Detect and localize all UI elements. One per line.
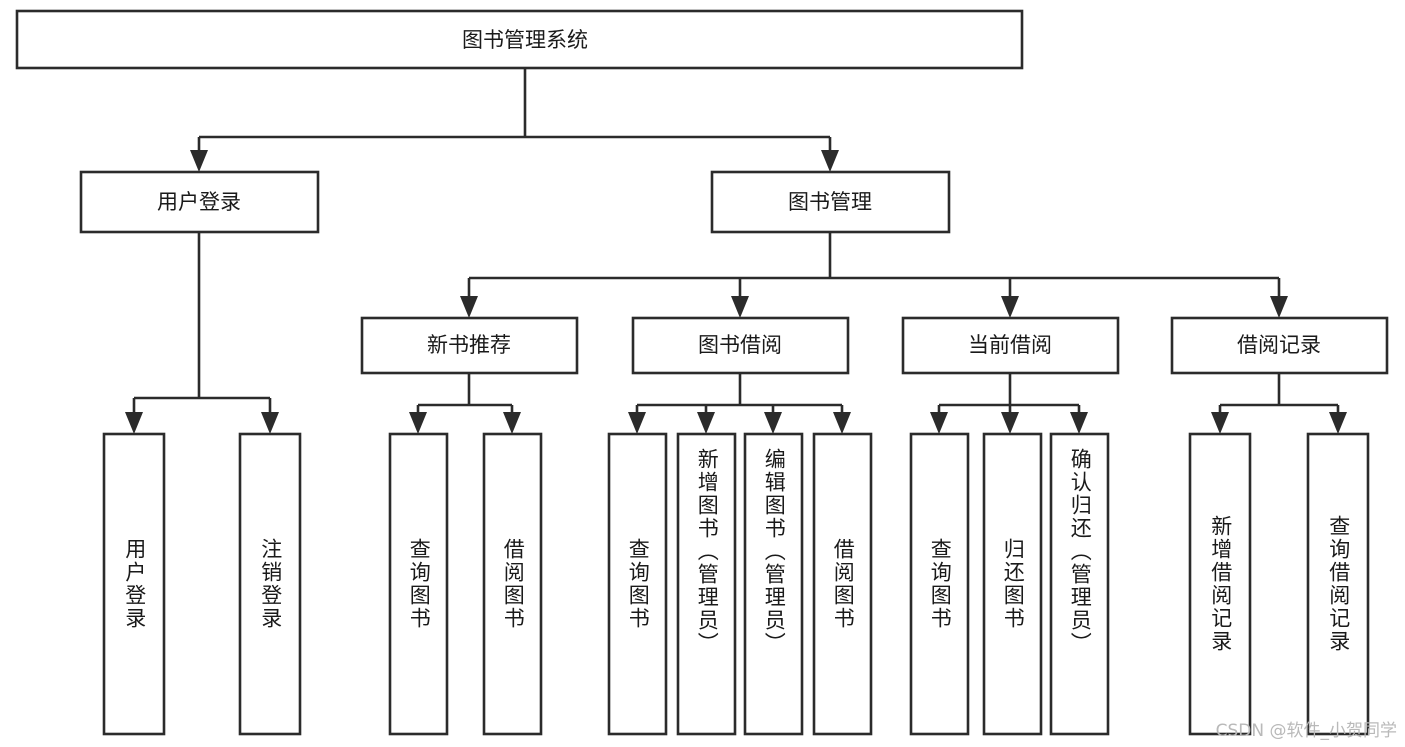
leaf-box-query-book-1[interactable] [388, 432, 449, 736]
connector-group-borrow [628, 373, 851, 434]
leaf-box-add-record[interactable] [1188, 432, 1252, 736]
leaf-box-borrow-book-2[interactable] [812, 432, 873, 736]
leaf-box-query-book-2[interactable] [607, 432, 668, 736]
node-borrow-records-label: 借阅记录 [1237, 333, 1321, 357]
leaf-box-user-login[interactable] [102, 432, 166, 736]
node-book-management[interactable]: 图书管理 [710, 170, 951, 234]
arrow-head-icon [261, 412, 279, 434]
node-new-book-recommend-label: 新书推荐 [427, 333, 511, 357]
node-user-login-label: 用户登录 [157, 190, 241, 214]
leaf-box-logout[interactable] [238, 432, 302, 736]
node-new-book-recommend[interactable]: 新书推荐 [360, 316, 579, 375]
arrow-head-icon [930, 412, 948, 434]
arrow-head-icon [697, 412, 715, 434]
connector-group-book-mgmt [460, 232, 1288, 318]
arrow-head-icon [764, 412, 782, 434]
node-root-label: 图书管理系统 [462, 28, 588, 52]
node-borrow-records-box[interactable] [1170, 316, 1389, 375]
leaf-box-edit-book-admin[interactable] [743, 432, 804, 736]
connector-group-user-login [125, 232, 279, 434]
node-book-borrow-label: 图书借阅 [698, 333, 782, 357]
leaf-box-return-book[interactable] [982, 432, 1043, 736]
arrow-head-icon [190, 150, 208, 172]
connector-group-root [190, 68, 839, 172]
node-root[interactable]: 图书管理系统 [15, 9, 1024, 70]
arrow-head-icon [1211, 412, 1229, 434]
node-user-login[interactable]: 用户登录 [79, 170, 320, 234]
arrow-head-icon [1001, 412, 1019, 434]
connector-group-records [1211, 373, 1347, 434]
arrow-head-icon [1329, 412, 1347, 434]
node-current-borrow[interactable]: 当前借阅 [901, 316, 1120, 375]
arrow-head-icon [731, 296, 749, 318]
node-root-box[interactable] [15, 9, 1024, 70]
arrow-head-icon [409, 412, 427, 434]
leaf-box-group [102, 432, 1370, 736]
leaf-box-query-book-3[interactable] [909, 432, 970, 736]
node-book-borrow-box[interactable] [631, 316, 850, 375]
arrow-head-icon [1270, 296, 1288, 318]
arrow-head-icon [1070, 412, 1088, 434]
node-book-borrow[interactable]: 图书借阅 [631, 316, 850, 375]
node-current-borrow-label: 当前借阅 [968, 333, 1052, 357]
node-current-borrow-box[interactable] [901, 316, 1120, 375]
leaf-box-add-book-admin[interactable] [676, 432, 737, 736]
node-new-book-recommend-box[interactable] [360, 316, 579, 375]
node-book-management-box[interactable] [710, 170, 951, 234]
arrow-head-icon [503, 412, 521, 434]
arrow-head-icon [628, 412, 646, 434]
arrow-head-icon [833, 412, 851, 434]
arrow-head-icon [125, 412, 143, 434]
arrow-head-icon [460, 296, 478, 318]
connector-group-current-borrow [930, 373, 1088, 434]
arrow-head-icon [821, 150, 839, 172]
leaf-box-confirm-return[interactable] [1049, 432, 1110, 736]
node-borrow-records[interactable]: 借阅记录 [1170, 316, 1389, 375]
arrow-head-icon [1001, 296, 1019, 318]
leaf-box-query-record[interactable] [1306, 432, 1370, 736]
leaf-box-borrow-book-1[interactable] [482, 432, 543, 736]
node-user-login-box[interactable] [79, 170, 320, 234]
node-book-management-label: 图书管理 [788, 190, 872, 214]
csdn-watermark: CSDN @软件_小贺同学 [1215, 721, 1397, 741]
connector-group-new-book [409, 373, 521, 434]
